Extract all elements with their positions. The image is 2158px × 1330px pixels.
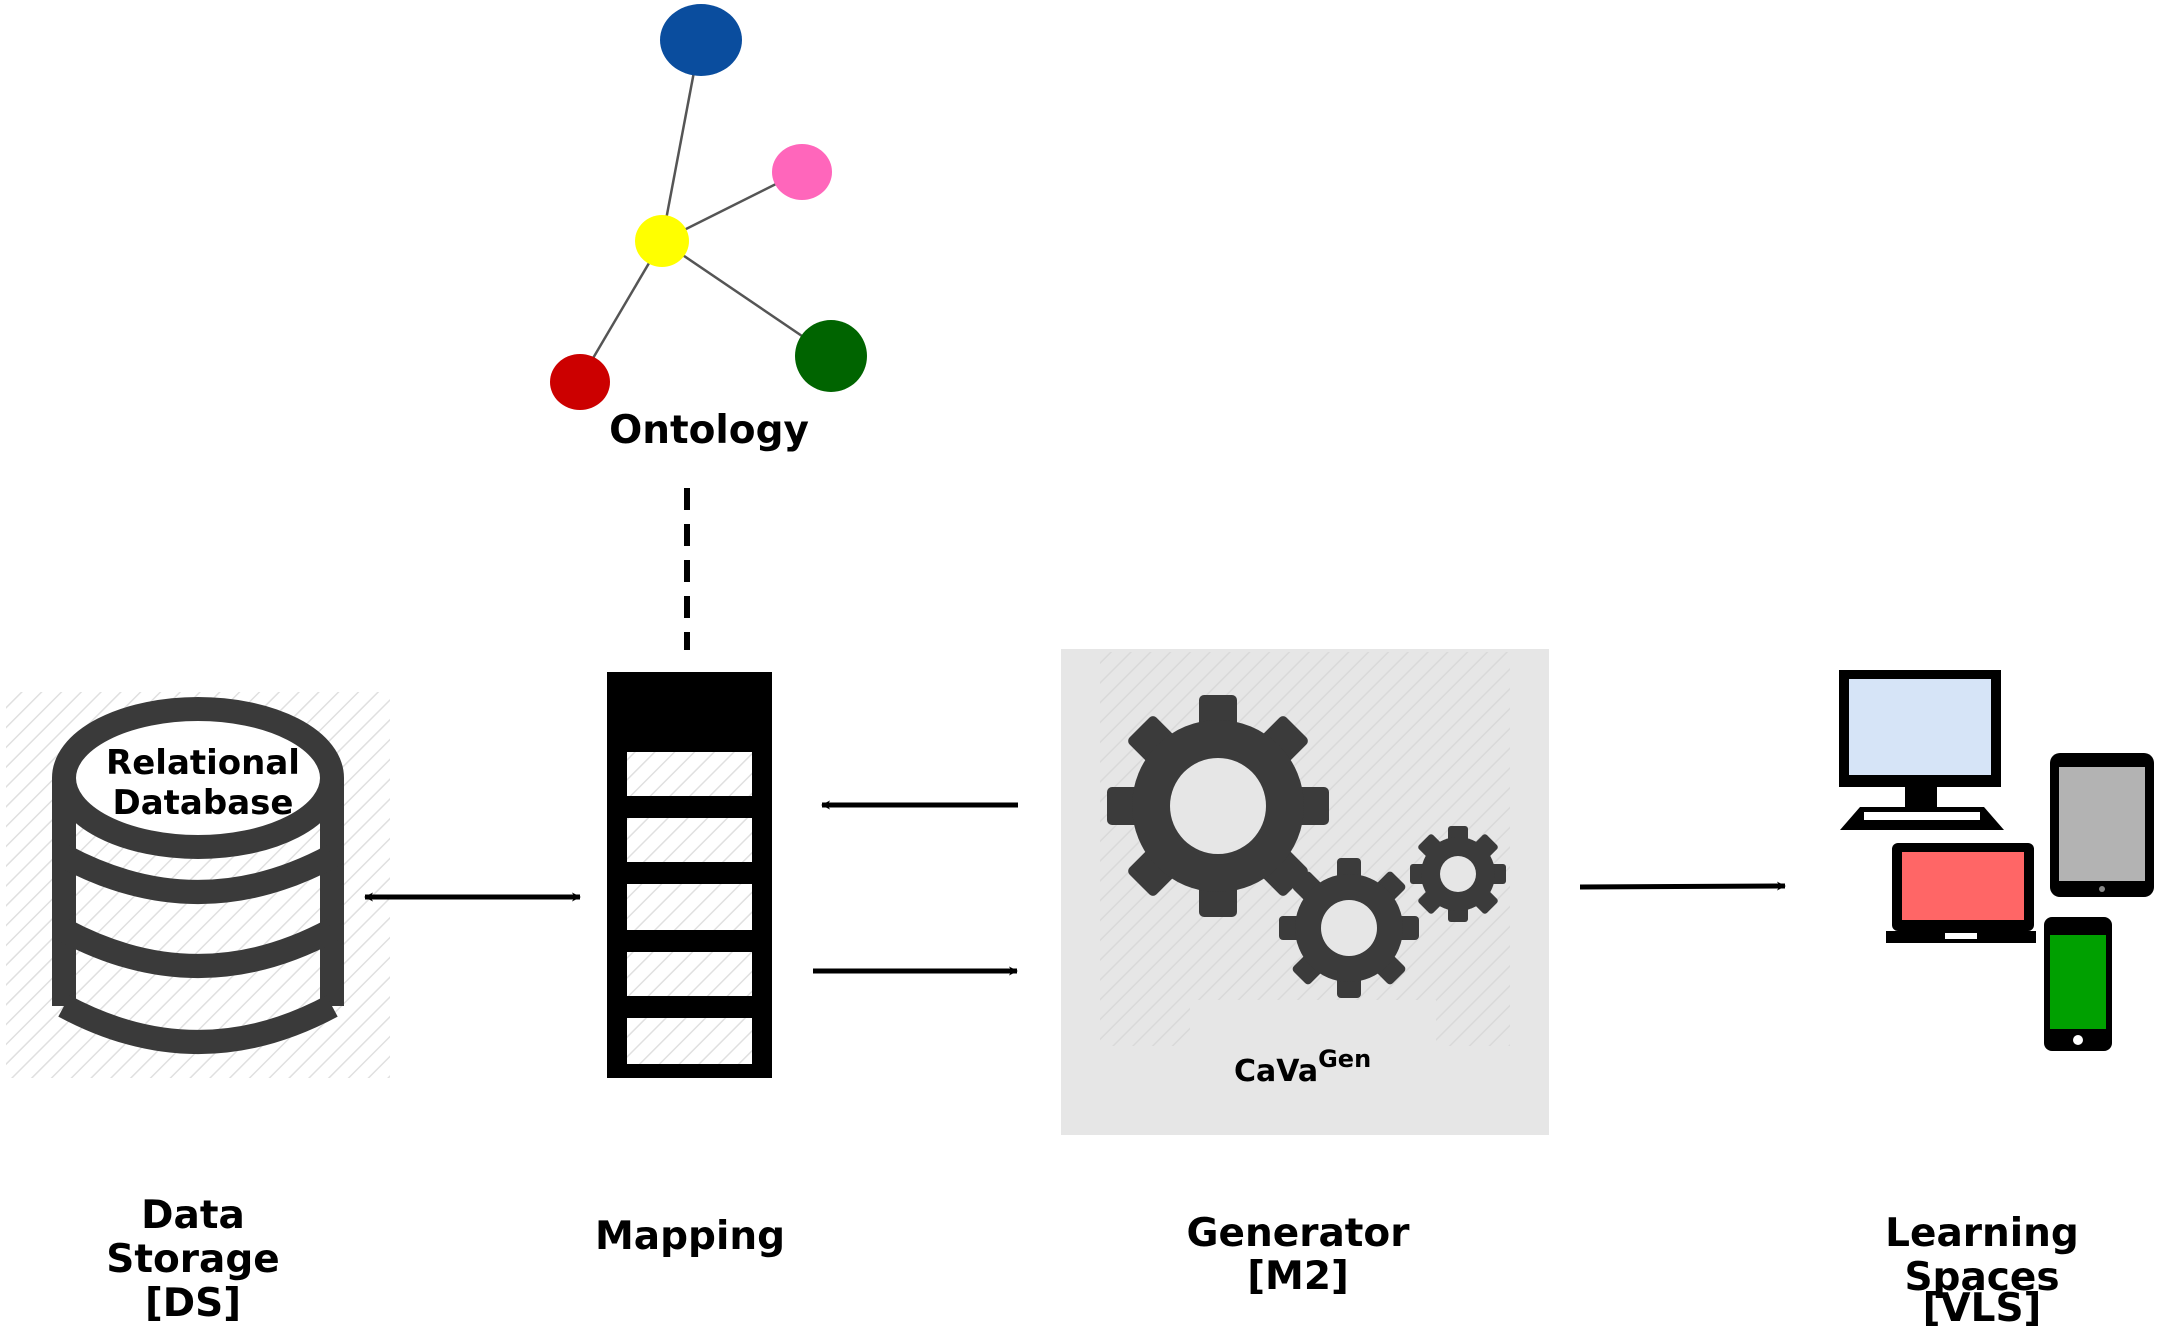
phone-icon [2044, 917, 2112, 1051]
data-storage-label-line1: Data [141, 1193, 245, 1238]
database-label-line1: Relational [106, 743, 300, 783]
mapping-table-icon [607, 672, 772, 1078]
ontology-edges [577, 39, 831, 383]
mapping-label: Mapping [595, 1214, 785, 1259]
database-label-line2: Database [113, 783, 294, 823]
data-storage-label-line2: Storage [106, 1237, 279, 1282]
ontology-node-green [795, 320, 867, 392]
ontology-node-pink [772, 144, 832, 200]
generator-to-learning-spaces-arrow [1579, 881, 1786, 891]
learning-spaces-label-line1: Learning [1885, 1211, 2079, 1256]
ontology-node-center [635, 215, 689, 267]
laptop-icon [1886, 843, 2036, 943]
database-icon [6, 692, 390, 1078]
generator-label-line1: Generator [1187, 1211, 1411, 1256]
learning-spaces-label-line2: Spaces [1904, 1255, 2059, 1300]
monitor-icon [1839, 670, 2004, 830]
cavagen-name-base: CaVa [1234, 1054, 1318, 1089]
learning-spaces-label-line3: [VLS] [1923, 1286, 2042, 1330]
ontology-node-top [660, 4, 742, 76]
tablet-icon [2050, 753, 2154, 897]
ontology-graph-icon [550, 4, 867, 410]
ontology-node-red [550, 354, 610, 410]
cavagen-name-sup: Gen [1318, 1045, 1371, 1073]
devices-icon [1839, 670, 2154, 1051]
gears-icon [1107, 695, 1506, 998]
cavagen-name: CaVaGen [1234, 1045, 1371, 1089]
generator-label-line2: [M2] [1247, 1254, 1349, 1299]
ontology-label: Ontology [609, 408, 809, 453]
data-storage-label-line3: [DS] [145, 1281, 241, 1326]
